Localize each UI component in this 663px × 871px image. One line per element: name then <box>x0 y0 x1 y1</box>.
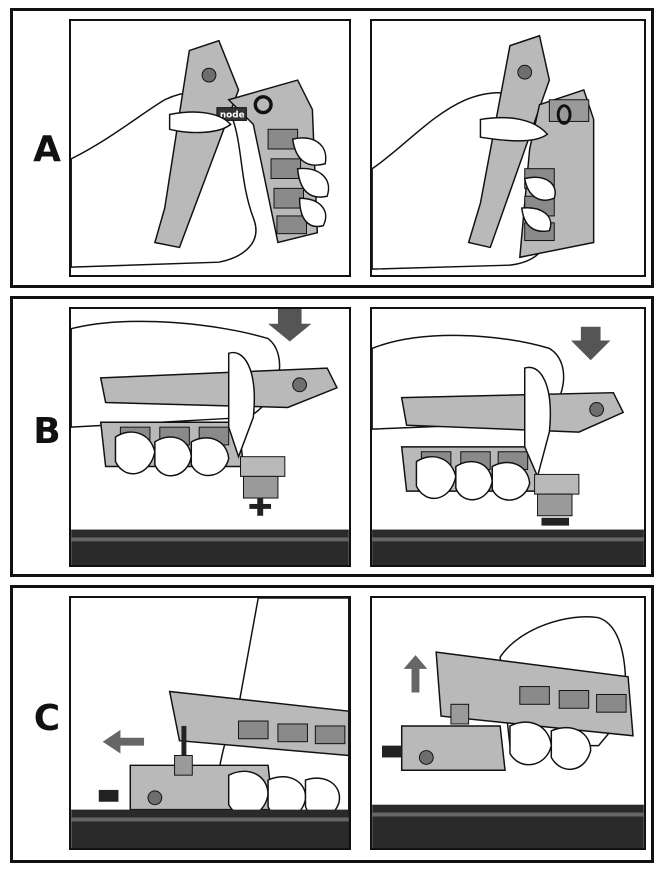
tool-pulling-sideways-illustration <box>71 598 349 848</box>
step-letter: C <box>33 698 61 739</box>
tool-brand-label: node <box>220 110 245 120</box>
hand-holding-tool-illustration <box>372 34 595 270</box>
step-b-illustration-2 <box>370 307 646 567</box>
tool-lifting-up-illustration <box>372 616 644 848</box>
step-c-illustration-1 <box>69 596 351 850</box>
step-a-illustration-2 <box>370 19 646 277</box>
step-a-frame: A node <box>10 8 654 288</box>
step-b-illustration-1 <box>69 307 351 567</box>
tool-pressing-down-illustration <box>372 326 644 565</box>
tool-pressing-down-illustration <box>71 309 349 565</box>
step-letter: B <box>33 411 61 452</box>
step-b-frame: B <box>10 296 654 577</box>
step-c-illustration-2 <box>370 596 646 850</box>
hand-holding-tool-illustration: node <box>71 39 330 268</box>
step-a-illustration-1: node <box>69 19 351 277</box>
step-letter: A <box>33 129 61 170</box>
step-c-frame: C <box>10 585 654 863</box>
